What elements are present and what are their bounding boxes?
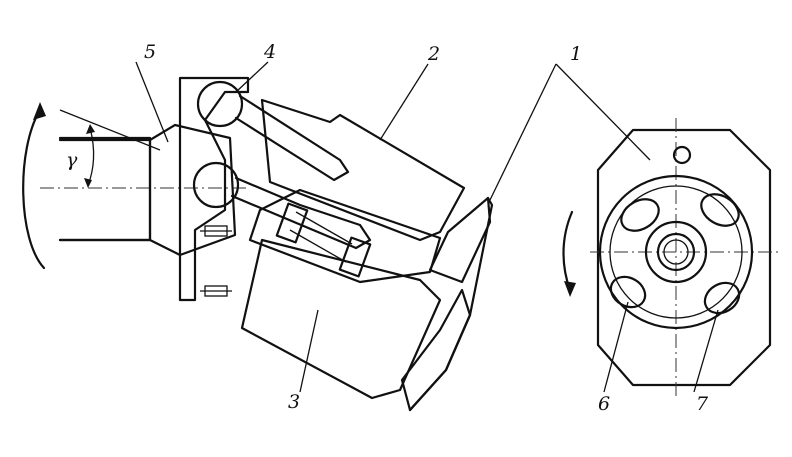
label-part-7: 7 <box>696 393 709 415</box>
kidney-port-right-bottom <box>703 281 741 315</box>
angle-indicator <box>59 109 161 188</box>
kidney-port-right-top <box>700 193 740 227</box>
label-part-5: 5 <box>144 41 156 63</box>
section-view <box>22 76 494 412</box>
kidney-port-left-bottom <box>609 275 647 309</box>
valve-plate-front-view <box>562 118 782 400</box>
label-part-1: 1 <box>570 43 582 65</box>
label-angle-gamma: γ <box>66 149 78 171</box>
rotation-arrow-right <box>562 210 574 292</box>
drive-flange <box>148 76 250 302</box>
locator-pin <box>672 145 692 165</box>
housing-block <box>240 238 442 400</box>
rotation-arrow-left <box>22 108 46 270</box>
label-part-4: 4 <box>263 41 276 63</box>
piston-rods <box>192 80 372 250</box>
kidney-port-left-top <box>620 198 660 232</box>
label-part-6: 6 <box>598 393 610 415</box>
leader-lines <box>135 61 719 393</box>
arrowhead-right <box>564 281 576 297</box>
valve-plate-section <box>400 196 494 412</box>
cylinder-block <box>248 98 466 284</box>
label-part-3: 3 <box>288 391 300 413</box>
label-part-2: 2 <box>427 43 440 65</box>
arrowhead-left <box>33 102 46 120</box>
piston-spring <box>275 202 372 278</box>
